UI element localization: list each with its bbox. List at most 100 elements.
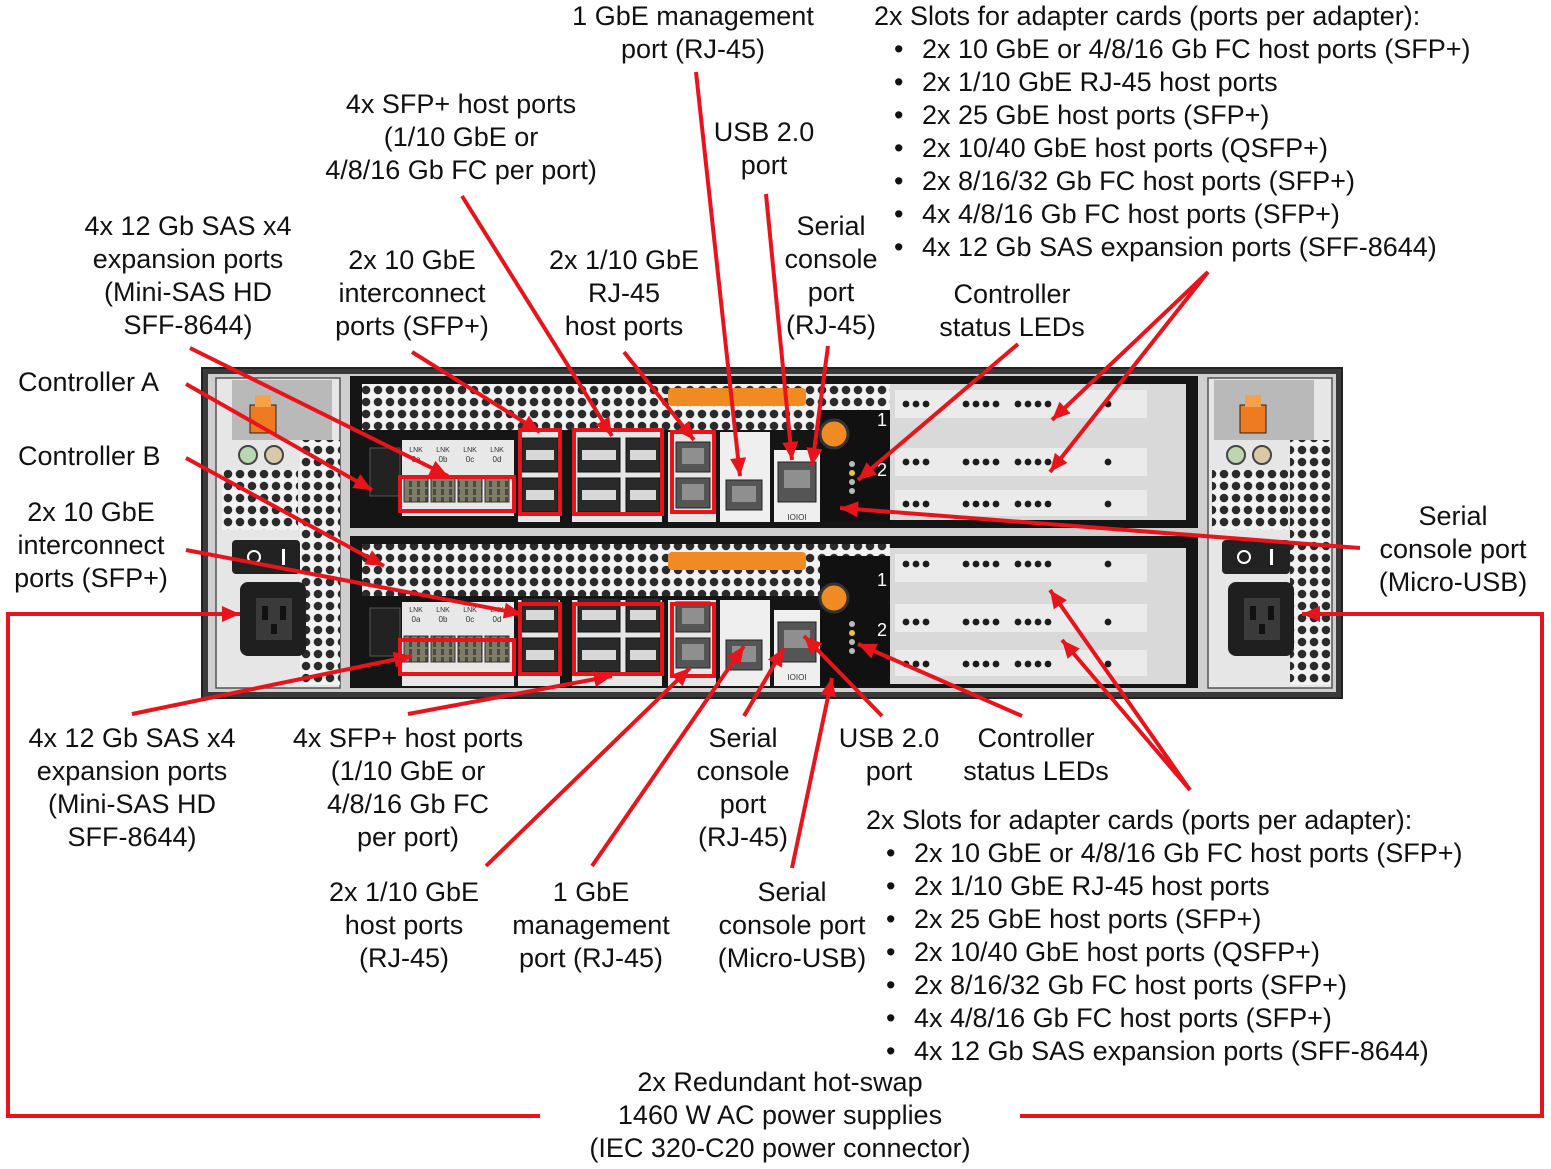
slot-card-screw xyxy=(912,458,920,466)
slot-card-screw xyxy=(902,618,910,626)
callout-arrowhead xyxy=(804,636,823,655)
slot-card-screw xyxy=(1104,560,1112,568)
label-line: management xyxy=(512,910,670,940)
slot-bullet-item: 2x 10/40 GbE host ports (QSFP+) xyxy=(866,936,1546,969)
sas-port-label: 0d xyxy=(493,455,502,464)
slot-card-screw xyxy=(1104,500,1112,508)
label-bottom-adapter-slots: 2x Slots for adapter cards (ports per ad… xyxy=(866,804,1546,1068)
slot-card-screw xyxy=(992,500,1000,508)
slot-bullet-item: 4x 4/8/16 Gb FC host ports (SFP+) xyxy=(874,198,1550,231)
callout-line xyxy=(185,456,385,568)
slot-card-screw xyxy=(962,458,970,466)
label-line: 1 GbE management xyxy=(572,1,814,31)
slot-card-screw xyxy=(1104,660,1112,668)
link-label: LNK xyxy=(490,447,504,454)
label-line: 4x SFP+ host ports xyxy=(345,89,577,119)
callout-arrowhead xyxy=(592,671,612,688)
label-line: Serial xyxy=(796,211,866,241)
status-led xyxy=(849,461,855,467)
slot-bullet-item: 2x 1/10 GbE RJ-45 host ports xyxy=(866,870,1546,903)
slot-card-screw xyxy=(1034,400,1042,408)
callout-arrowhead xyxy=(767,648,784,668)
slot-bullet-item: 2x 8/16/32 Gb FC host ports (SFP+) xyxy=(866,969,1546,1002)
status-led xyxy=(849,648,855,654)
top-slots-list: 2x 10 GbE or 4/8/16 Gb FC host ports (SF… xyxy=(874,33,1550,264)
label-line: port xyxy=(865,756,913,786)
status-led xyxy=(849,470,855,476)
label-line: 2x 1/10 GbE xyxy=(548,245,700,275)
label-line: 2x 10 GbE xyxy=(348,245,476,275)
callout-line xyxy=(407,674,613,716)
slot-card-screw xyxy=(1024,500,1032,508)
callout-arrowhead xyxy=(392,651,412,668)
slot-card-screw xyxy=(1034,618,1042,626)
sfp-cage-latch xyxy=(630,610,656,620)
slot-card-screw xyxy=(1044,560,1052,568)
controller-a-module xyxy=(350,376,1198,528)
sfp-cage-latch xyxy=(630,650,656,660)
rj45-host-port-inner xyxy=(682,608,704,624)
slot-bullet-item: 4x 4/8/16 Gb FC host ports (SFP+) xyxy=(866,1002,1546,1035)
label-line: Controller xyxy=(977,723,1095,753)
slot-card-screw xyxy=(992,618,1000,626)
label-line: (IEC 320-C20 power connector) xyxy=(589,1133,971,1163)
slot-card-screw xyxy=(902,500,910,508)
slot-card-screw xyxy=(1024,560,1032,568)
slot-bullet-item: 2x 1/10 GbE RJ-45 host ports xyxy=(874,66,1550,99)
callout-line xyxy=(810,345,830,467)
port-highlight-box xyxy=(572,602,664,676)
slot-number: 1 xyxy=(877,410,887,430)
sfp-cage-latch xyxy=(582,610,616,620)
slot-card-screw xyxy=(1044,400,1052,408)
slot-card-screw xyxy=(982,458,990,466)
slot-card-screw xyxy=(992,660,1000,668)
slot-card-screw xyxy=(1044,458,1052,466)
callout-arrowhead xyxy=(428,460,448,476)
slot-card-screw xyxy=(1014,560,1022,568)
slot-card-screw xyxy=(1034,458,1042,466)
callout-arrowhead xyxy=(1302,606,1320,622)
label-line: (Micro-USB) xyxy=(1378,567,1528,597)
slot-card-screw xyxy=(1044,500,1052,508)
port-highlight-box xyxy=(572,428,664,516)
label-line: SFF-8644) xyxy=(67,822,197,852)
callout-line xyxy=(484,666,692,868)
slot-card-screw xyxy=(972,500,980,508)
label-top-adapter-slots: 2x Slots for adapter cards (ports per ad… xyxy=(874,0,1550,264)
status-led xyxy=(849,639,855,645)
label-line: port xyxy=(807,277,855,307)
slot-number: 2 xyxy=(877,620,887,640)
sfp-cage-latch xyxy=(630,450,656,460)
slot-card-screw xyxy=(972,458,980,466)
callout-line xyxy=(839,506,1361,550)
status-led xyxy=(849,621,855,627)
callout-line xyxy=(694,71,742,477)
label-line: (RJ-45) xyxy=(785,310,876,340)
sas-port-label: 0d xyxy=(493,615,502,624)
slot-card-screw xyxy=(922,500,930,508)
callout-line xyxy=(590,644,746,868)
slot-number: 1 xyxy=(877,570,887,590)
sas-port-label: 0a xyxy=(412,615,421,624)
label-line: (Mini-SAS HD xyxy=(47,789,216,819)
link-label: LNK xyxy=(409,447,423,454)
callout-line xyxy=(185,382,373,492)
slot-card-screw xyxy=(1024,660,1032,668)
label-line: status LEDs xyxy=(963,756,1109,786)
label-line: port xyxy=(719,789,767,819)
slot-card-screw xyxy=(922,660,930,668)
label-line: 4x SFP+ host ports xyxy=(292,723,524,753)
rj45-host-port-inner xyxy=(682,484,704,500)
label-line: 1 GbE xyxy=(552,877,630,907)
rj45-host-port xyxy=(675,637,711,669)
sfp-cage-latch xyxy=(630,490,656,500)
label-line: interconnect xyxy=(17,530,165,560)
serial-marking: IOIOI xyxy=(787,513,806,522)
